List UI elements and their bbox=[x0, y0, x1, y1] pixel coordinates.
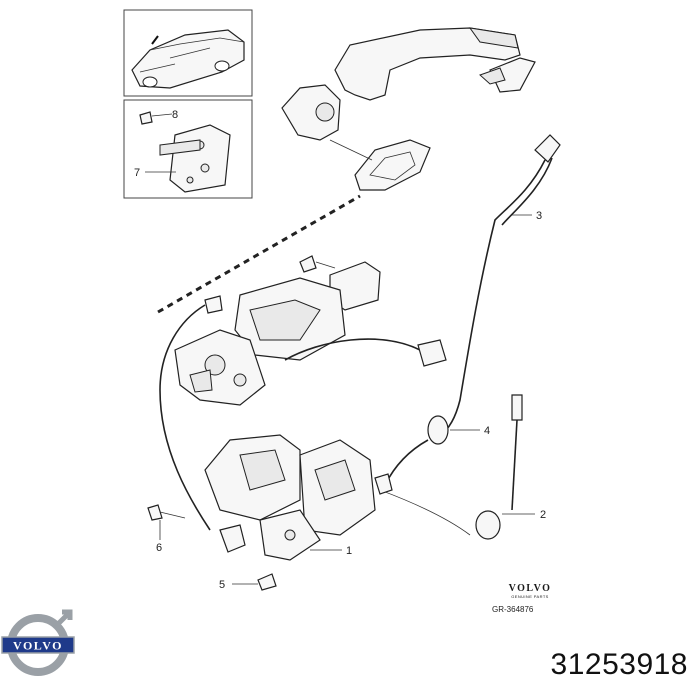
door-lock-1: 1 bbox=[204, 434, 393, 561]
dashed-guide-line bbox=[157, 194, 361, 314]
screw-6: 6 bbox=[147, 504, 186, 554]
callout-5: 5 bbox=[219, 579, 225, 591]
car-thumbnail bbox=[123, 9, 253, 97]
gasket-inset: 8 7 bbox=[123, 99, 253, 199]
callout-4: 4 bbox=[484, 425, 490, 437]
grommet-4: 4 bbox=[384, 415, 490, 486]
brand-name: VOLVO bbox=[508, 583, 552, 594]
upper-lock-assembly bbox=[159, 255, 447, 531]
brand-subtitle: GENUINE PARTS bbox=[511, 594, 549, 599]
volvo-logo-icon: VOLVO bbox=[1, 609, 75, 676]
callout-7: 7 bbox=[134, 167, 140, 179]
brand-block: VOLVO GENUINE PARTS bbox=[485, 583, 575, 599]
part-number: 31253918 bbox=[550, 648, 688, 681]
screw-5: 5 bbox=[219, 573, 277, 591]
reference-code: GR-364876 bbox=[492, 605, 534, 614]
cable-assembly-3: 3 bbox=[439, 134, 561, 436]
callout-6: 6 bbox=[156, 542, 162, 554]
callout-3: 3 bbox=[536, 210, 542, 222]
door-handle bbox=[281, 27, 536, 191]
logo-text: VOLVO bbox=[13, 639, 63, 653]
rod-2: 2 bbox=[379, 394, 546, 540]
callout-2: 2 bbox=[540, 509, 546, 521]
callout-8: 8 bbox=[172, 109, 178, 121]
callout-1: 1 bbox=[346, 545, 352, 557]
